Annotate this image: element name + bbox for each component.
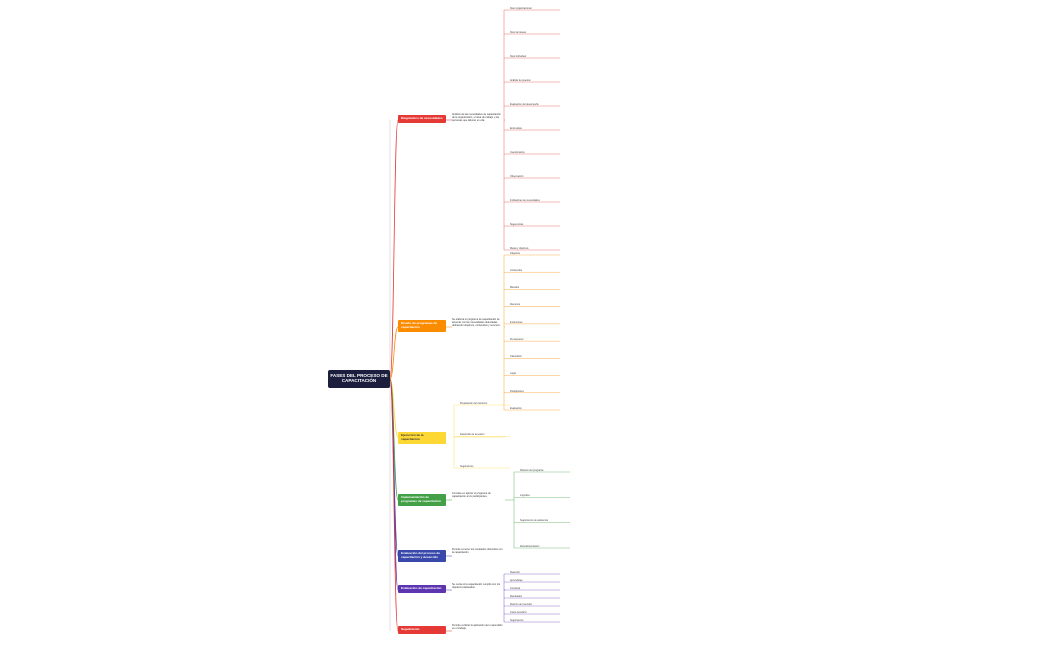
child-node[interactable]: Reacción	[510, 570, 520, 574]
root-branch-connector	[390, 327, 398, 379]
child-node[interactable]: Nivel individual	[510, 54, 526, 58]
child-node[interactable]: Nivel organizacional	[510, 6, 532, 10]
child-node[interactable]: Nivel de tareas	[510, 30, 526, 34]
branch-description: Se elabora el programa de capacitación d…	[452, 318, 501, 328]
child-node[interactable]: Conducta	[510, 586, 521, 590]
child-node[interactable]: Contenidos	[510, 269, 523, 273]
branch-description: Permite conocer los resultados obtenidos…	[452, 548, 503, 555]
child-node[interactable]: Entrevistas	[510, 126, 522, 130]
root-branch-connector	[390, 379, 398, 437]
child-node[interactable]: Retorno de inversión	[510, 602, 533, 606]
child-node[interactable]: Calendario	[510, 355, 522, 359]
child-node[interactable]: Logística	[520, 494, 530, 498]
child-node[interactable]: Aprendizaje	[510, 578, 523, 582]
branch-description: Se revisa si la capacitación cumplió con…	[452, 583, 501, 590]
root-node[interactable]: FASES DEL PROCESO DE CAPACITACIÓN	[328, 370, 390, 388]
child-node[interactable]: Costo-beneficio	[510, 610, 527, 614]
child-node[interactable]: Desarrollo de la sesión	[460, 433, 485, 437]
branch-description: Consiste en aplicar el programa de capac…	[452, 492, 491, 499]
child-node[interactable]: Análisis de puestos	[510, 78, 531, 82]
child-node[interactable]: Retroalimentación	[520, 544, 540, 548]
child-node[interactable]: Lugar	[510, 372, 517, 376]
branch-description: Análisis de las necesidades de capacitac…	[452, 113, 501, 123]
child-node[interactable]: Instructores	[510, 320, 523, 324]
child-node[interactable]: Seguimiento	[510, 618, 524, 622]
root-branch-connector	[390, 379, 398, 631]
branch-node[interactable]: Diseño de programas de capacitación	[398, 320, 446, 332]
child-node[interactable]: Participantes	[510, 389, 524, 393]
child-node[interactable]: Evaluación del desempeño	[510, 102, 539, 106]
child-node[interactable]: Evaluación	[510, 406, 522, 410]
branch-description: Permite verificar la aplicación de lo ap…	[452, 624, 503, 631]
child-node[interactable]: Seguimiento	[460, 464, 474, 468]
branch-node[interactable]: Ejecución de la capacitación	[398, 432, 446, 444]
child-node[interactable]: Presupuesto	[510, 337, 524, 341]
branch-node[interactable]: Diagnóstico de necesidades	[398, 115, 446, 123]
branch-node[interactable]: Seguimiento	[398, 626, 446, 634]
child-node[interactable]: Preparación del instructor	[460, 401, 488, 405]
branch-node[interactable]: Evaluación de capacitación	[398, 585, 446, 593]
child-node[interactable]: Resultados	[510, 594, 522, 598]
branch-node[interactable]: Evaluación del proceso de capacitación y…	[398, 550, 446, 562]
child-node[interactable]: Métodos	[510, 286, 520, 290]
child-node[interactable]: Sugerencias	[510, 222, 524, 226]
root-branch-connector	[390, 120, 398, 379]
child-node[interactable]: Indicadores de necesidades	[510, 198, 540, 202]
child-node[interactable]: Seguimiento de asistencia	[520, 519, 548, 523]
child-node[interactable]: Observación	[510, 174, 524, 178]
child-node[interactable]: Metas y objetivos	[510, 246, 529, 250]
root-branch-connector	[390, 379, 398, 500]
child-node[interactable]: Recursos	[510, 303, 521, 307]
branch-node[interactable]: Implementación de programas de capacitac…	[398, 494, 446, 506]
child-node[interactable]: Objetivos	[510, 251, 520, 255]
child-node[interactable]: Cuestionarios	[510, 150, 525, 154]
child-node[interactable]: Difusión del programa	[520, 468, 544, 472]
